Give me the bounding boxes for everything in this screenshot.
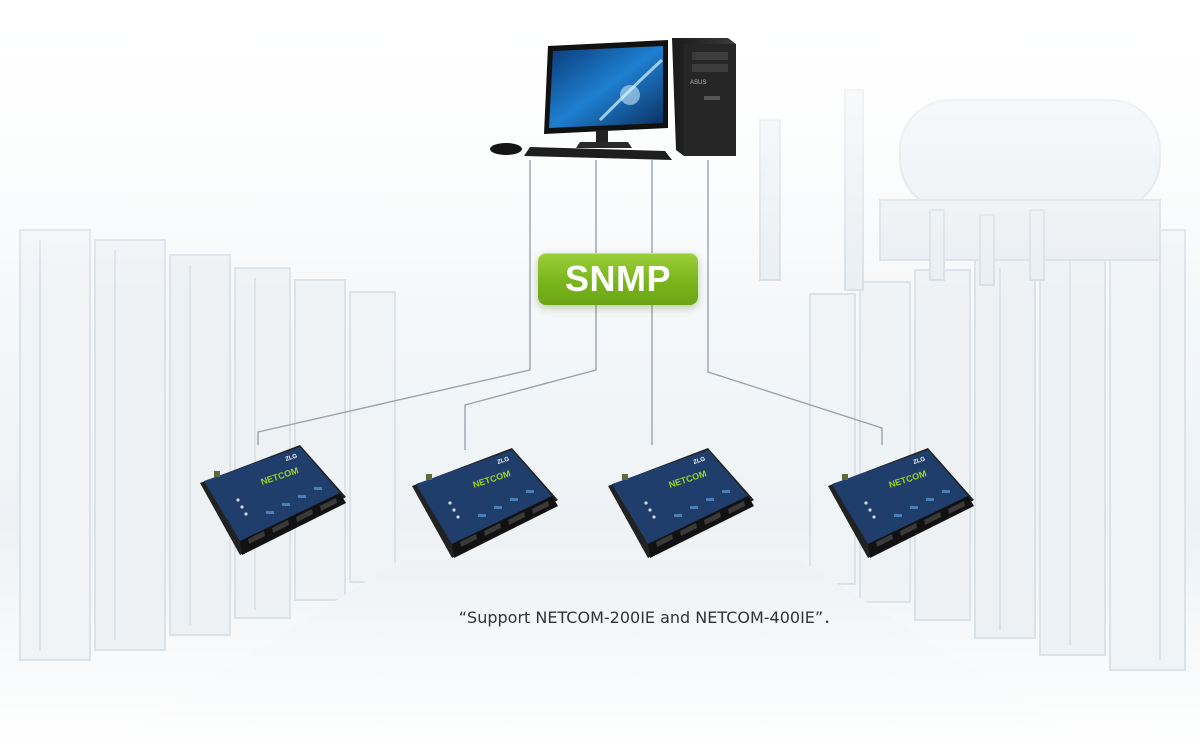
connection-lines	[257, 160, 883, 450]
server-racks-right	[809, 229, 1186, 671]
device-maker-label: ZLG	[497, 456, 511, 466]
floor-scenery	[100, 560, 1100, 750]
connection-line	[257, 160, 531, 445]
device-maker-label: ZLG	[913, 456, 927, 466]
snmp-protocol-label: SNMP	[538, 253, 698, 305]
desktop-computer-icon: ASUS	[490, 38, 736, 160]
diagram-caption: “Support NETCOM-200IE and NETCOM-400IE”．	[0, 604, 1200, 628]
connection-line	[707, 160, 883, 445]
tower-brand: ASUS	[690, 80, 706, 86]
device-maker-label: ZLG	[693, 456, 707, 466]
caption-text: “Support NETCOM-200IE and NETCOM-400IE”．	[458, 608, 840, 627]
device-maker-label: ZLG	[285, 453, 299, 463]
